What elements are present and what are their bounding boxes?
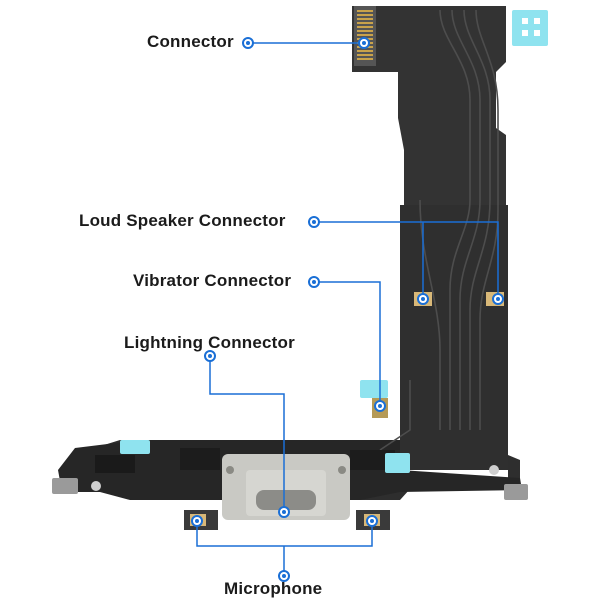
- screw-hole-left: [226, 466, 234, 474]
- board-chip-mid: [180, 448, 220, 470]
- screw-hole-right: [338, 466, 346, 474]
- dot-lightning-label: [204, 350, 216, 362]
- callout-lines: [196, 42, 499, 576]
- label-vibrator-connector: Vibrator Connector: [133, 271, 292, 290]
- metal-tab-right: [504, 484, 528, 500]
- dot-lightning-target: [278, 506, 290, 518]
- cyan-tape-left: [120, 440, 150, 454]
- board-chip-right: [350, 450, 395, 470]
- dot-connector-label: [242, 37, 254, 49]
- flex-cable-middle: [400, 205, 508, 470]
- dot-vibrator-target: [374, 400, 386, 412]
- dot-speaker-left: [417, 293, 429, 305]
- trace-lines: [379, 9, 499, 451]
- callout-speaker-line-right: [314, 221, 499, 299]
- lightning-port-opening: [256, 490, 316, 510]
- tape-holes: [522, 18, 540, 36]
- dot-connector-target: [358, 37, 370, 49]
- callout-dots: [191, 37, 504, 582]
- cyan-tape-top: [512, 10, 548, 46]
- top-connector: [354, 6, 376, 66]
- cyan-tapes: [120, 10, 548, 473]
- dot-vibrator-label: [308, 276, 320, 288]
- callout-mic-bracket-line: [196, 521, 373, 547]
- dot-mic-left: [191, 515, 203, 527]
- label-lightning-connector: Lightning Connector: [124, 333, 295, 352]
- metal-tabs: [52, 465, 528, 500]
- board-chip-left: [95, 455, 135, 473]
- dot-speaker-right: [492, 293, 504, 305]
- label-connector: Connector: [147, 32, 234, 51]
- cyan-tape-mid: [360, 380, 388, 398]
- flex-cable: [58, 4, 522, 500]
- tab-hole-right: [489, 465, 499, 475]
- cyan-tape-right: [385, 453, 410, 473]
- callout-vibrator-line: [314, 281, 381, 406]
- lightning-port: [222, 454, 350, 520]
- dot-speaker-label: [308, 216, 320, 228]
- callout-lightning-line: [209, 356, 285, 512]
- dot-mic-label: [278, 570, 290, 582]
- label-loud-speaker-connector: Loud Speaker Connector: [79, 211, 286, 230]
- label-microphone: Microphone: [224, 579, 323, 598]
- dot-mic-right: [366, 515, 378, 527]
- metal-tab-left: [52, 478, 78, 494]
- tab-hole-left: [91, 481, 101, 491]
